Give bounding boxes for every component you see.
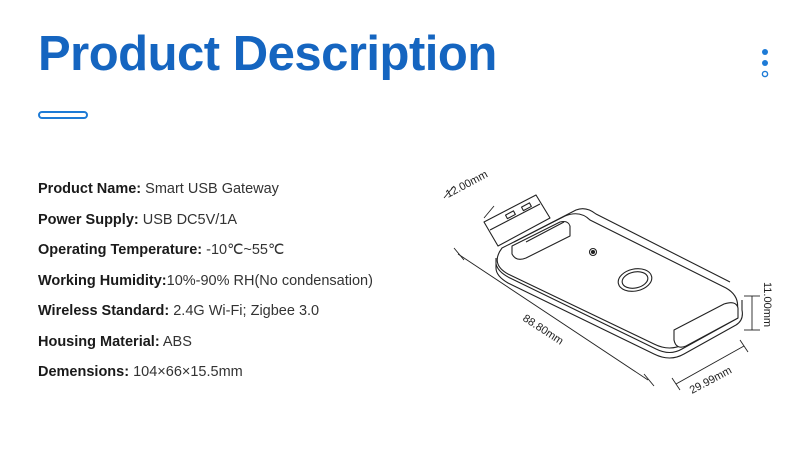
dim-plug-width: 12.00mm: [444, 169, 490, 201]
spec-wireless-standard: Wireless Standard: 2.4G Wi-Fi; Zigbee 3.…: [38, 303, 320, 319]
spec-power-supply: Power Supply: USB DC5V/1A: [38, 211, 238, 228]
spec-product-name: Product Name: Smart USB Gateway: [38, 181, 279, 197]
page-title: Product Description: [38, 27, 497, 81]
dim-width: 29.99mm: [688, 365, 734, 397]
device-body: [495, 208, 743, 359]
dim-height: 11.00mm: [761, 282, 773, 327]
spec-working-humidity: Working Humidity:10%-90% RH(No condensat…: [38, 272, 373, 289]
title-underline: [38, 111, 88, 119]
spec-list: Product Name: Smart USB Gateway Power Su…: [38, 180, 373, 394]
dimension-lines: [443, 185, 760, 391]
spec-operating-temperature: Operating Temperature: -10℃~55℃: [38, 242, 285, 258]
usb-gateway-drawing: 12.00mm 88.80mm 11.00mm 29.99mm: [443, 169, 773, 397]
usb-plug: [483, 194, 551, 247]
spec-dimensions: Demensions: 104×66×15.5mm: [38, 364, 243, 380]
vertical-dots-icon[interactable]: [758, 47, 772, 81]
dim-length: 88.80mm: [520, 312, 565, 347]
spec-housing-material: Housing Material: ABS: [38, 333, 192, 350]
